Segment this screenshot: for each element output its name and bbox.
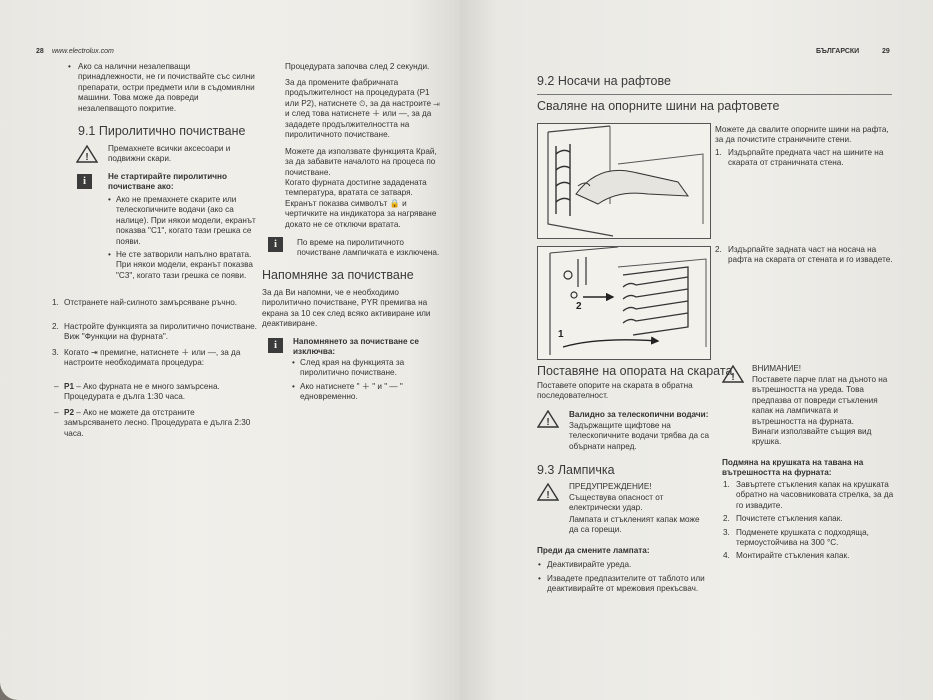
svg-text:!: ! (731, 372, 734, 383)
warning-triangle-icon-4: ! (537, 483, 559, 501)
rack-step-1: 1.Издърпайте предната част на шините на … (715, 148, 884, 168)
info-bullet-2: •Не сте затворили напълно вратата. При н… (108, 250, 253, 280)
bulb-title: Подмяна на крушката на тавана на вътрешн… (722, 458, 864, 478)
sub-step-p2: –P2 – Ако не можете да отстраните замърс… (54, 408, 251, 438)
attention-text: Поставете парче плат на дъното на вътреш… (752, 375, 888, 426)
info2-bullet-2: •Ако натиснете " ＋ " и " — " едновременн… (292, 382, 403, 402)
placing-warn-title: Валидно за телескопични водачи: (569, 410, 709, 419)
reminder-title: Напомняне за почистване (262, 268, 414, 282)
section-93-warn-text: Съществува опасност от електрически удар… (569, 493, 664, 513)
col2-para1: Процедурата започва след 2 секунди. (285, 62, 430, 71)
svg-text:!: ! (546, 490, 549, 501)
figure-label-1: 1 (558, 329, 564, 340)
bulb-step-1: 1.Завъртете стъкления капак на крушката … (723, 480, 894, 510)
right-page-number: 29 (882, 48, 890, 55)
info2-title: Напомнянето за почистване се изключва: (293, 337, 419, 357)
info-bullet-1: •Ако не премахнете скарите или телескопи… (108, 195, 256, 246)
divider (537, 94, 892, 95)
section-93-warn-title: ПРЕДУПРЕЖДЕНИЕ! (569, 482, 652, 491)
col2-info: По време на пиролитичното почистване лам… (297, 238, 440, 258)
left-page-site: www.electrolux.com (52, 48, 114, 55)
step-3: 3. Когато ⇥ премигне, натиснете ＋ или —,… (52, 348, 241, 368)
section-92-intro: Можете да свалите опорните шини на рафта… (715, 125, 889, 145)
before-bullet-2: •Извадете предпазителите от таблото или … (538, 574, 705, 594)
svg-text:!: ! (85, 152, 88, 163)
rack-removal-figure-2: 2 1 (537, 246, 711, 360)
section-91-warning: Премахнете всички аксесоари и подвижни с… (108, 144, 231, 164)
before-title: Преди да смените лампата: (537, 546, 650, 555)
info-icon-3: i (268, 338, 283, 353)
left-page-number: 28 (36, 48, 44, 55)
info-icon-2: i (268, 237, 283, 252)
rack-step-2: 2.Издърпайте задната част на носача на р… (715, 245, 893, 265)
figure-label-2: 2 (576, 301, 582, 312)
section-91-title: 9.1 Пиролитично почистване (78, 124, 246, 138)
bulb-step-2: 2.Почистете стъкления капак. (723, 514, 843, 523)
warning-triangle-icon-2: ! (537, 410, 559, 428)
info-icon: i (77, 174, 92, 189)
bulb-step-3: 3.Подменете крушката с подходяща, термоу… (723, 528, 869, 548)
left-page: 28 www.electrolux.com • Ако са налични н… (0, 0, 466, 700)
col2-para4: Когато фурната достигне зададената темпе… (285, 178, 437, 229)
section-92-subtitle: Сваляне на опорните шини на рафтовете (537, 99, 780, 113)
placing-text: Поставете опорите на скарата в обратна п… (537, 381, 693, 401)
right-page-language: БЪЛГАРСКИ (816, 48, 860, 55)
col2-para3: Можете да използвате функцията Край, за … (285, 147, 437, 177)
right-page: БЪЛГАРСКИ 29 9.2 Носачи на рафтове Сваля… (460, 0, 933, 700)
section-93-title: 9.3 Лампичка (537, 463, 615, 477)
warning-triangle-icon: ! (76, 145, 98, 163)
step-1: 1. Отстранете най-силното замърсяване ръ… (52, 298, 238, 307)
placing-warn-text: Задържащите щифтове на телескопичните во… (569, 421, 710, 451)
section-92-title: 9.2 Носачи на рафтове (537, 74, 671, 88)
step-2: 2. Настройте функцията за пиролитично по… (52, 322, 257, 342)
reminder-text: За да Ви напомни, че е необходимо пироли… (262, 288, 431, 329)
bulb-step-4: 4.Монтирайте стъкления капак. (723, 551, 850, 560)
attention-text-2: Винаги използвайте същия вид крушка. (752, 427, 872, 447)
before-bullet-1: •Деактивирайте уреда. (538, 560, 632, 569)
sub-step-p1: –P1 – Ако фурната не е много замърсена. … (54, 382, 220, 402)
info-title: Не стартирайте пиролитично почистване ак… (108, 172, 227, 192)
intro-bullet: • Ако са налични незалепващи принадлежно… (68, 62, 255, 113)
col2-para2: За да промените фабричната продължително… (285, 78, 440, 140)
placing-title: Поставяне на опората на скарата (537, 364, 733, 378)
svg-text:!: ! (546, 417, 549, 428)
section-93-warn-text-2: Лампата и стъкленият капак може да са го… (569, 515, 700, 535)
info2-bullet-1: •След края на функцията за пиролитично п… (292, 358, 405, 378)
attention-title: ВНИМАНИЕ! (752, 364, 802, 373)
rack-removal-figure-1 (537, 123, 711, 239)
warning-triangle-icon-3: ! (722, 365, 744, 383)
